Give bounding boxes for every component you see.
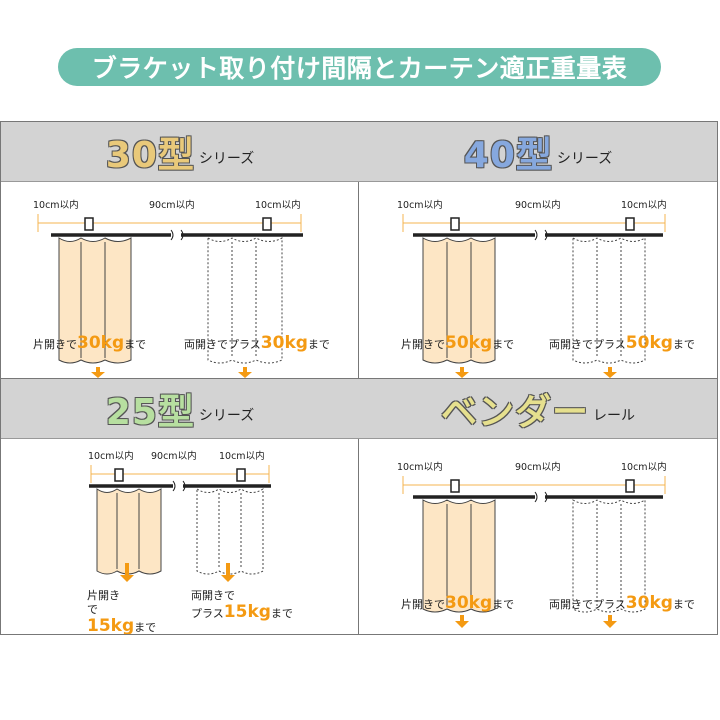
rail-diagram: 10cm以内 90cm以内 10cm以内 bbox=[397, 461, 667, 628]
bracket-left bbox=[450, 479, 460, 493]
arrow-right-icon bbox=[603, 367, 617, 378]
cell-header: ベンダー レール bbox=[359, 379, 717, 439]
dist-label-right: 10cm以内 bbox=[255, 199, 301, 211]
curtain-dashed bbox=[207, 237, 283, 364]
dist-label-right: 10cm以内 bbox=[621, 461, 667, 473]
bracket-right bbox=[262, 217, 272, 231]
arrow-right-icon bbox=[603, 615, 617, 628]
model-name: 30型 bbox=[105, 134, 195, 176]
dist-label-mid: 90cm以内 bbox=[515, 199, 561, 211]
cell-40-series: 40型 シリーズ 10cm以内 90cm以内 10cm以内 bbox=[359, 122, 717, 378]
series-label: レール bbox=[593, 407, 635, 424]
capacity-row: 片開きで30kgまで 両開きでプラス30kgまで bbox=[33, 333, 330, 353]
rail bbox=[89, 480, 271, 492]
measure-guide bbox=[402, 214, 666, 232]
capacity-left: 片開きで30kgまで bbox=[33, 333, 146, 353]
dist-label-left: 10cm以内 bbox=[88, 450, 134, 462]
rail bbox=[51, 229, 303, 241]
bracket-right bbox=[236, 468, 246, 482]
curtain-solid bbox=[422, 237, 496, 364]
dist-label-mid: 90cm以内 bbox=[515, 461, 561, 473]
bracket-right bbox=[625, 479, 635, 493]
bracket-left bbox=[450, 217, 460, 231]
dist-label-mid: 90cm以内 bbox=[149, 199, 195, 211]
rail bbox=[413, 229, 663, 241]
cell-25-series: 25型 シリーズ 10cm以内 90cm以内 10cm以内 bbox=[1, 379, 359, 634]
cell-bender-rail: ベンダー レール 10cm以内 90cm以内 10cm以内 bbox=[359, 379, 717, 634]
capacity-row: 片開きで50kgまで 両開きでプラス50kgまで bbox=[401, 333, 695, 353]
bracket-right bbox=[625, 217, 635, 231]
capacity-left: 片開きで30kgまで bbox=[401, 593, 514, 613]
cell-header: 40型 シリーズ bbox=[359, 122, 717, 182]
curtain-solid bbox=[58, 237, 132, 364]
cell-header: 30型 シリーズ bbox=[1, 122, 359, 182]
model-name: ベンダー bbox=[440, 391, 589, 433]
arrow-right-icon bbox=[221, 563, 235, 582]
capacity-left-line1: 片開き bbox=[87, 589, 120, 602]
model-name: 25型 bbox=[105, 391, 195, 433]
measure-guide bbox=[37, 214, 302, 232]
arrow-left-icon bbox=[455, 615, 469, 628]
capacity-right: 両開きでプラス30kgまで bbox=[549, 593, 695, 613]
dist-label-left: 10cm以内 bbox=[33, 199, 79, 211]
measure-guide bbox=[402, 476, 666, 494]
curtain-dashed bbox=[196, 488, 264, 575]
model-name: 40型 bbox=[463, 134, 553, 176]
series-label: シリーズ bbox=[556, 150, 613, 167]
series-label: シリーズ bbox=[198, 150, 255, 167]
capacity-right-line2: プラス15kgまで bbox=[191, 602, 293, 622]
cell-30-series: 30型 シリーズ 10cm以内 90cm以内 10cm以内 bbox=[1, 122, 359, 378]
dist-label-right: 10cm以内 bbox=[219, 450, 265, 462]
arrow-left-icon bbox=[120, 563, 134, 582]
capacity-left-line3: 15kgまで bbox=[87, 616, 156, 634]
rail-diagram: 10cm以内 90cm以内 10cm以内 bbox=[33, 199, 303, 378]
curtain-solid bbox=[96, 488, 162, 575]
arrow-left-icon bbox=[91, 367, 105, 378]
curtain-dashed bbox=[572, 237, 646, 364]
rail-diagram: 10cm以内 90cm以内 10cm以内 bbox=[397, 199, 667, 378]
capacity-left: 片開きで50kgまで bbox=[401, 333, 514, 353]
capacity-right-line1: 両開きで bbox=[191, 589, 235, 602]
capacity-right: 両開きでプラス30kgまで bbox=[184, 333, 330, 353]
capacity-right: 両開きでプラス50kgまで bbox=[549, 333, 695, 353]
capacity-row: 片開きで30kgまで 両開きでプラス30kgまで bbox=[401, 593, 695, 613]
rail bbox=[413, 491, 663, 503]
series-label: シリーズ bbox=[198, 407, 255, 424]
curtain-dashed bbox=[572, 499, 646, 613]
curtain-solid bbox=[422, 499, 496, 613]
capacity-left-line2: で bbox=[87, 603, 98, 616]
bracket-left bbox=[114, 468, 124, 482]
rail-diagram: 10cm以内 90cm以内 10cm以内 bbox=[87, 450, 293, 634]
arrow-right-icon bbox=[238, 367, 252, 378]
cell-header: 25型 シリーズ bbox=[1, 379, 359, 439]
dist-label-right: 10cm以内 bbox=[621, 199, 667, 211]
banner-title: ブラケット取り付け間隔とカーテン適正重量表 bbox=[91, 54, 628, 83]
dist-label-mid: 90cm以内 bbox=[151, 450, 197, 462]
title-banner: ブラケット取り付け間隔とカーテン適正重量表 bbox=[58, 48, 661, 86]
dist-label-left: 10cm以内 bbox=[397, 199, 443, 211]
bracket-left bbox=[84, 217, 94, 231]
table-divider-horizontal bbox=[0, 378, 718, 379]
arrow-left-icon bbox=[455, 367, 469, 378]
dist-label-left: 10cm以内 bbox=[397, 461, 443, 473]
